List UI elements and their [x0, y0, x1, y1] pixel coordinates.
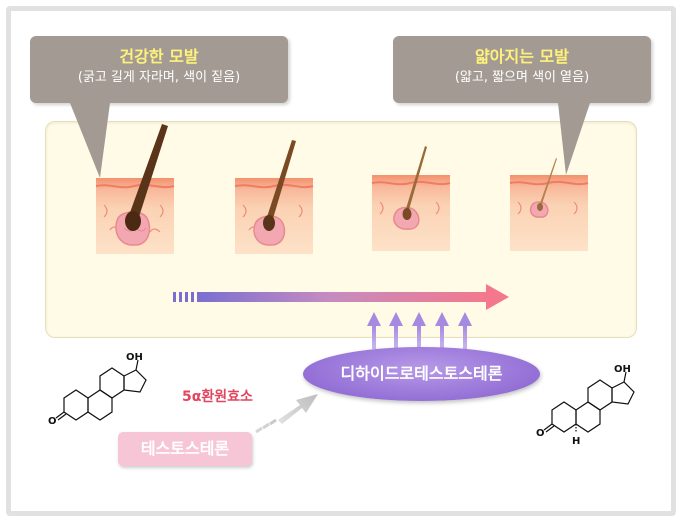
callout-thick-subtitle: (굵고 길게 자라며, 색이 짙음)	[77, 70, 241, 85]
dht-o-label: O	[536, 428, 545, 439]
callout-thick-pointer	[70, 103, 110, 178]
testosterone-molecule	[55, 359, 147, 421]
hair-strand-2	[266, 140, 296, 222]
callout-thick-title: 건강한 모발	[119, 47, 199, 66]
skin-block-2	[234, 140, 314, 254]
callout-thin-subtitle: (얇고, 짧으며 색이 옅음)	[454, 70, 590, 85]
dht-h-label: H	[572, 436, 580, 447]
conversion-arrow	[255, 394, 318, 434]
skin-block-3	[371, 146, 451, 251]
hair-strand-1	[128, 124, 168, 220]
callout-thin-pointer	[558, 103, 590, 175]
testosterone-label: 테스토스테론	[118, 432, 252, 466]
hair-strand-4	[539, 158, 557, 207]
skin-block-4	[509, 158, 589, 251]
dht-effect-arrows	[367, 312, 472, 349]
testosterone-oh-label: OH	[126, 352, 143, 363]
enzyme-label: 5α환원효소	[182, 389, 253, 405]
testosterone-o-label: O	[48, 416, 57, 427]
callout-thin-title: 얇아지는 모발	[475, 47, 569, 66]
skin-block-1	[95, 124, 175, 254]
dht-bubble: 디하이드로테스토스테론	[303, 347, 540, 401]
dht-molecule	[543, 371, 635, 433]
callout-thick-hair: 건강한 모발 (굵고 길게 자라며, 색이 짙음)	[30, 36, 288, 103]
callout-thin-hair: 얇아지는 모발 (얇고, 짧으며 색이 옅음)	[393, 36, 651, 103]
progression-arrow	[173, 284, 509, 310]
hair-strand-3	[405, 146, 427, 213]
dht-oh-label: OH	[614, 364, 631, 375]
